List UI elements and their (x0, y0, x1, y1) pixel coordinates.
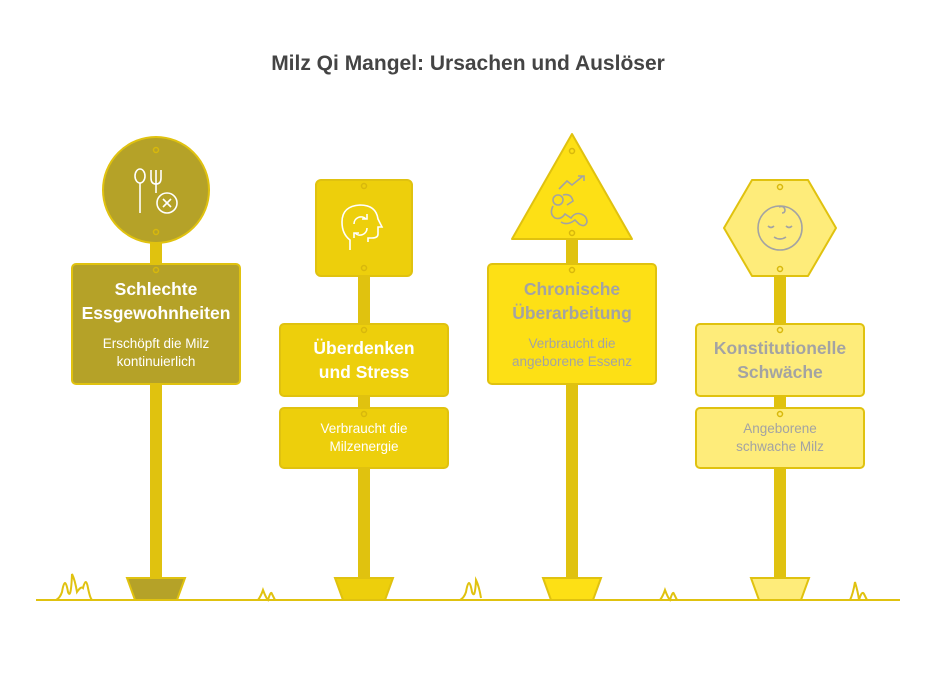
page-title: Milz Qi Mangel: Ursachen und Auslöser (271, 52, 665, 75)
sign-4-desc-board: Angeborene schwache Milz (696, 408, 864, 468)
board-3 (487, 263, 657, 385)
sign-heading: Chronische Überarbeitung (512, 279, 632, 323)
base-3 (541, 577, 603, 601)
base-2 (333, 577, 395, 601)
sign-description: Verbraucht die Milzenergie (320, 421, 408, 454)
sign-heading: Schlechte Essgewohnheiten (81, 279, 231, 323)
board-4a (695, 323, 865, 397)
board-4b (695, 407, 865, 469)
sign-triangle (511, 133, 633, 240)
sign-2-desc-board: Verbraucht die Milzenergie (280, 408, 448, 468)
sign-description: Verbraucht die angeborene Essenz (511, 336, 633, 369)
ground-line (36, 573, 900, 602)
sign-2-heading-board: Überdenken und Stress (280, 324, 448, 396)
baby-face-icon (757, 205, 803, 251)
cutlery-cross-icon (134, 168, 178, 214)
sign-description: Erschöpft die Milz kontinuierlich (102, 336, 210, 369)
sign-4-heading-board: Konstitutionelle Schwäche (696, 324, 864, 396)
sign-heading: Überdenken und Stress (313, 338, 415, 382)
exhausted-person-icon (550, 175, 588, 227)
base-4 (749, 577, 811, 601)
sign-3-board: Chronische Überarbeitung Verbraucht die … (488, 264, 656, 384)
sign-hexagon (723, 179, 837, 277)
board-1 (71, 263, 241, 385)
sign-heading: Konstitutionelle Schwäche (713, 338, 847, 382)
sign-description: Angeborene schwache Milz (736, 421, 824, 454)
board-2a (279, 323, 449, 397)
head-cycle-icon (341, 204, 384, 250)
base-1 (125, 577, 187, 601)
sign-square (315, 179, 413, 277)
sign-1-board: Schlechte Essgewohnheiten Erschöpft die … (72, 264, 240, 384)
board-2b (279, 407, 449, 469)
